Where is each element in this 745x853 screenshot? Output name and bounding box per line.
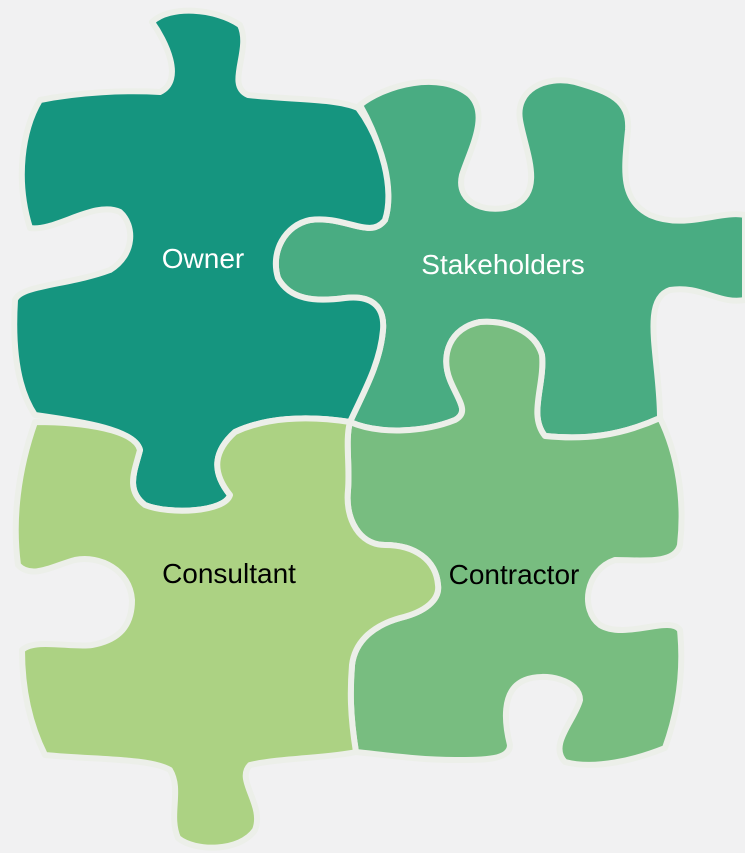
contractor-label: Contractor [449, 559, 580, 590]
consultant-piece [12, 415, 442, 851]
stakeholders-label: Stakeholders [421, 249, 584, 280]
owner-label: Owner [162, 243, 244, 274]
consultant-label: Consultant [162, 558, 296, 589]
owner-piece [11, 7, 392, 514]
